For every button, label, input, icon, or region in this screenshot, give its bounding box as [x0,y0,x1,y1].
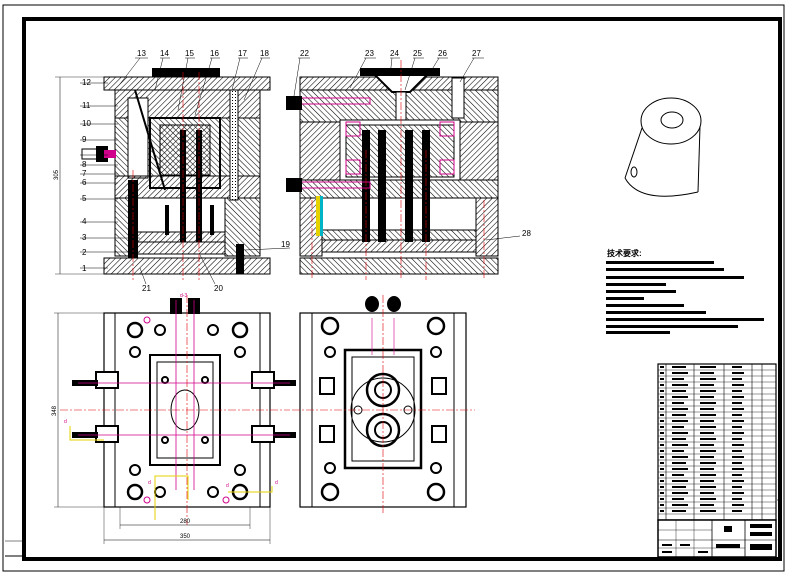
balloon-10: 10 [82,119,91,128]
parts-list-table [657,363,777,521]
front-balloons-left: 1 2 3 4 5 6 7 8 9 10 11 12 305 [54,76,140,275]
plan-view-fixed-half [292,295,475,515]
balloon-21: 21 [142,284,151,293]
balloon-28: 28 [522,229,531,238]
inner-frame [22,17,782,561]
balloon-1: 1 [82,264,87,273]
balloon-27: 27 [472,49,481,58]
tech-requirements-title: 技术要求: [607,248,642,258]
balloon-2: 2 [82,248,87,257]
balloon-20: 20 [214,284,223,293]
balloon-16: 16 [210,49,219,58]
balloon-8: 8 [82,160,87,169]
dim-overall-height: 305 [54,169,60,180]
balloon-24: 24 [390,49,399,58]
side-section-view [286,60,499,280]
balloon-14: 14 [160,49,169,58]
balloon-18: 18 [260,49,269,58]
balloon-26: 26 [438,49,447,58]
balloon-17: 17 [238,49,247,58]
front-balloons-top: 13 14 15 16 17 18 21 20 19 [119,49,290,293]
plan-marker-right: d [275,480,278,486]
balloon-22: 22 [300,49,309,58]
part-isometric [624,97,702,197]
dim-plan-height: 348 [52,405,58,416]
plan-marker-top: d-3 [180,293,187,299]
balloon-23: 23 [365,49,374,58]
plan-view-moving-half: d-3 d d d d 348 280 350 [52,293,296,544]
balloon-3: 3 [82,233,87,242]
balloon-25: 25 [413,49,422,58]
outer-border [2,4,785,572]
front-section-view [81,68,271,280]
balloon-6: 6 [82,178,87,187]
balloon-12: 12 [82,78,91,87]
balloon-15: 15 [185,49,194,58]
plan-marker-left: d [64,419,67,425]
balloon-13: 13 [137,49,146,58]
title-block [657,499,781,558]
balloon-4: 4 [82,217,87,226]
side-balloons: 22 23 24 25 26 27 28 [293,49,531,241]
balloon-5: 5 [82,194,87,203]
balloon-19: 19 [281,240,290,249]
dim-plan-width-inner: 280 [180,519,191,525]
balloon-11: 11 [82,101,91,110]
plan-marker-bottom: d [226,483,229,489]
tech-requirements: 技术要求: [606,248,764,334]
dim-plan-width-outer: 350 [180,534,191,540]
balloon-9: 9 [82,135,87,144]
balloon-7: 7 [82,169,87,178]
plan-marker-bottom-left: d [148,480,151,486]
